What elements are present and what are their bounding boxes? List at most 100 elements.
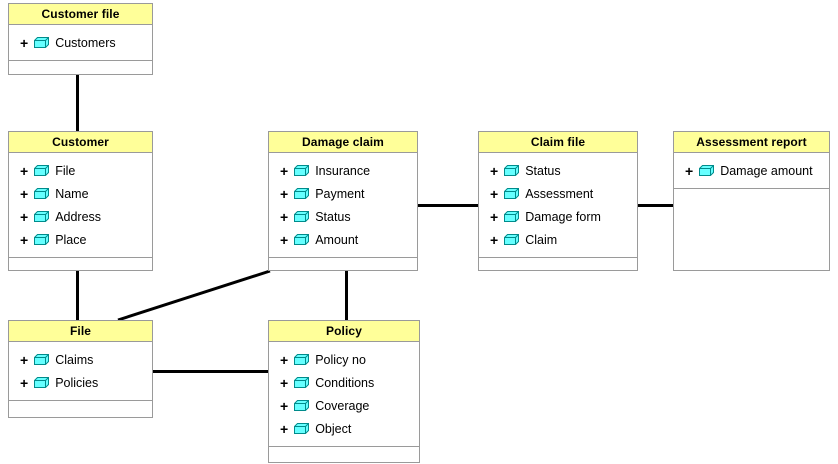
attribute-cube-icon — [504, 165, 520, 176]
attribute-compartment: + Status + Assessment + Damage form + Cl… — [479, 153, 637, 258]
attribute-label: Assessment — [525, 186, 594, 201]
class-name-customer: Customer — [9, 132, 152, 153]
attribute-row[interactable]: + Assessment — [479, 182, 637, 205]
visibility-plus-icon: + — [20, 185, 29, 202]
visibility-plus-icon: + — [20, 208, 29, 225]
operation-compartment — [674, 189, 829, 270]
visibility-plus-icon: + — [490, 231, 499, 248]
attribute-row[interactable]: + Address — [9, 205, 152, 228]
class-box-assessment-report[interactable]: Assessment report + Damage amount — [673, 131, 830, 271]
association-damage-claim-to-claim-file[interactable] — [417, 204, 479, 207]
attribute-row[interactable]: + Status — [479, 159, 637, 182]
attribute-compartment: + Insurance + Payment + Status + Amount — [269, 153, 417, 258]
attribute-label: Conditions — [315, 375, 375, 390]
attribute-label: Address — [55, 209, 102, 224]
attribute-row[interactable]: + Status — [269, 205, 417, 228]
attribute-cube-icon — [294, 234, 310, 245]
attribute-compartment: + Damage amount — [674, 153, 829, 189]
visibility-plus-icon: + — [280, 351, 289, 368]
attribute-row[interactable]: + File — [9, 159, 152, 182]
attribute-cube-icon — [34, 354, 50, 365]
attribute-compartment: + Claims + Policies — [9, 342, 152, 401]
association-customer-to-file[interactable] — [76, 270, 79, 321]
attribute-compartment: + Policy no + Conditions + Coverage + Ob… — [269, 342, 419, 447]
class-name-damage-claim: Damage claim — [269, 132, 417, 153]
attribute-row[interactable]: + Place — [9, 228, 152, 251]
attribute-cube-icon — [294, 211, 310, 222]
visibility-plus-icon: + — [20, 231, 29, 248]
operation-compartment — [479, 258, 637, 274]
class-box-damage-claim[interactable]: Damage claim + Insurance + Payment + Sta… — [268, 131, 418, 271]
attribute-row[interactable]: + Claims — [9, 348, 152, 371]
operation-compartment — [269, 447, 419, 463]
attribute-cube-icon — [34, 188, 50, 199]
operation-compartment — [9, 61, 152, 77]
class-box-customer[interactable]: Customer + File + Name + Address + Place — [8, 131, 153, 271]
attribute-row[interactable]: + Damage amount — [674, 159, 829, 182]
class-name-claim-file: Claim file — [479, 132, 637, 153]
attribute-row[interactable]: + Policies — [9, 371, 152, 394]
class-name-file: File — [9, 321, 152, 342]
class-box-customer-file[interactable]: Customer file + Customers — [8, 3, 153, 75]
attribute-row[interactable]: + Insurance — [269, 159, 417, 182]
attribute-row[interactable]: + Policy no — [269, 348, 419, 371]
visibility-plus-icon: + — [280, 185, 289, 202]
attribute-label: Claim — [525, 232, 558, 247]
attribute-row[interactable]: + Claim — [479, 228, 637, 251]
class-name-policy: Policy — [269, 321, 419, 342]
visibility-plus-icon: + — [280, 420, 289, 437]
visibility-plus-icon: + — [20, 34, 29, 51]
association-damage-claim-to-file[interactable] — [114, 268, 274, 324]
class-name-customer-file: Customer file — [9, 4, 152, 25]
attribute-row[interactable]: + Conditions — [269, 371, 419, 394]
attribute-cube-icon — [34, 234, 50, 245]
attribute-row[interactable]: + Damage form — [479, 205, 637, 228]
attribute-row[interactable]: + Name — [9, 182, 152, 205]
attribute-cube-icon — [294, 400, 310, 411]
attribute-cube-icon — [699, 165, 715, 176]
class-box-policy[interactable]: Policy + Policy no + Conditions + Covera… — [268, 320, 420, 463]
attribute-cube-icon — [34, 165, 50, 176]
class-box-claim-file[interactable]: Claim file + Status + Assessment + Damag… — [478, 131, 638, 271]
association-claim-file-to-assessment-report[interactable] — [637, 204, 674, 207]
attribute-label: Name — [55, 186, 89, 201]
attribute-label: Customers — [55, 35, 116, 50]
attribute-label: Damage form — [525, 209, 601, 224]
class-name-assessment-report: Assessment report — [674, 132, 829, 153]
attribute-row[interactable]: + Payment — [269, 182, 417, 205]
visibility-plus-icon: + — [280, 208, 289, 225]
attribute-label: Damage amount — [720, 163, 813, 178]
operation-compartment — [9, 401, 152, 417]
visibility-plus-icon: + — [280, 231, 289, 248]
operation-compartment — [269, 258, 417, 274]
attribute-row[interactable]: + Customers — [9, 31, 152, 54]
attribute-row[interactable]: + Object — [269, 417, 419, 440]
attribute-compartment: + Customers — [9, 25, 152, 61]
attribute-compartment: + File + Name + Address + Place — [9, 153, 152, 258]
attribute-cube-icon — [504, 211, 520, 222]
attribute-label: File — [55, 163, 76, 178]
attribute-row[interactable]: + Coverage — [269, 394, 419, 417]
association-customer-file-to-customer[interactable] — [76, 74, 79, 132]
visibility-plus-icon: + — [20, 374, 29, 391]
attribute-label: Place — [55, 232, 87, 247]
attribute-label: Amount — [315, 232, 359, 247]
association-file-to-policy[interactable] — [152, 370, 269, 373]
visibility-plus-icon: + — [490, 185, 499, 202]
visibility-plus-icon: + — [280, 374, 289, 391]
association-damage-claim-to-policy[interactable] — [345, 270, 348, 321]
attribute-row[interactable]: + Amount — [269, 228, 417, 251]
operation-compartment — [9, 258, 152, 274]
visibility-plus-icon: + — [490, 162, 499, 179]
visibility-plus-icon: + — [20, 162, 29, 179]
visibility-plus-icon: + — [20, 351, 29, 368]
attribute-label: Policy no — [315, 352, 366, 367]
attribute-cube-icon — [294, 377, 310, 388]
visibility-plus-icon: + — [280, 162, 289, 179]
attribute-cube-icon — [34, 377, 50, 388]
attribute-label: Policies — [55, 375, 99, 390]
attribute-cube-icon — [294, 423, 310, 434]
class-box-file[interactable]: File + Claims + Policies — [8, 320, 153, 418]
attribute-label: Status — [315, 209, 351, 224]
